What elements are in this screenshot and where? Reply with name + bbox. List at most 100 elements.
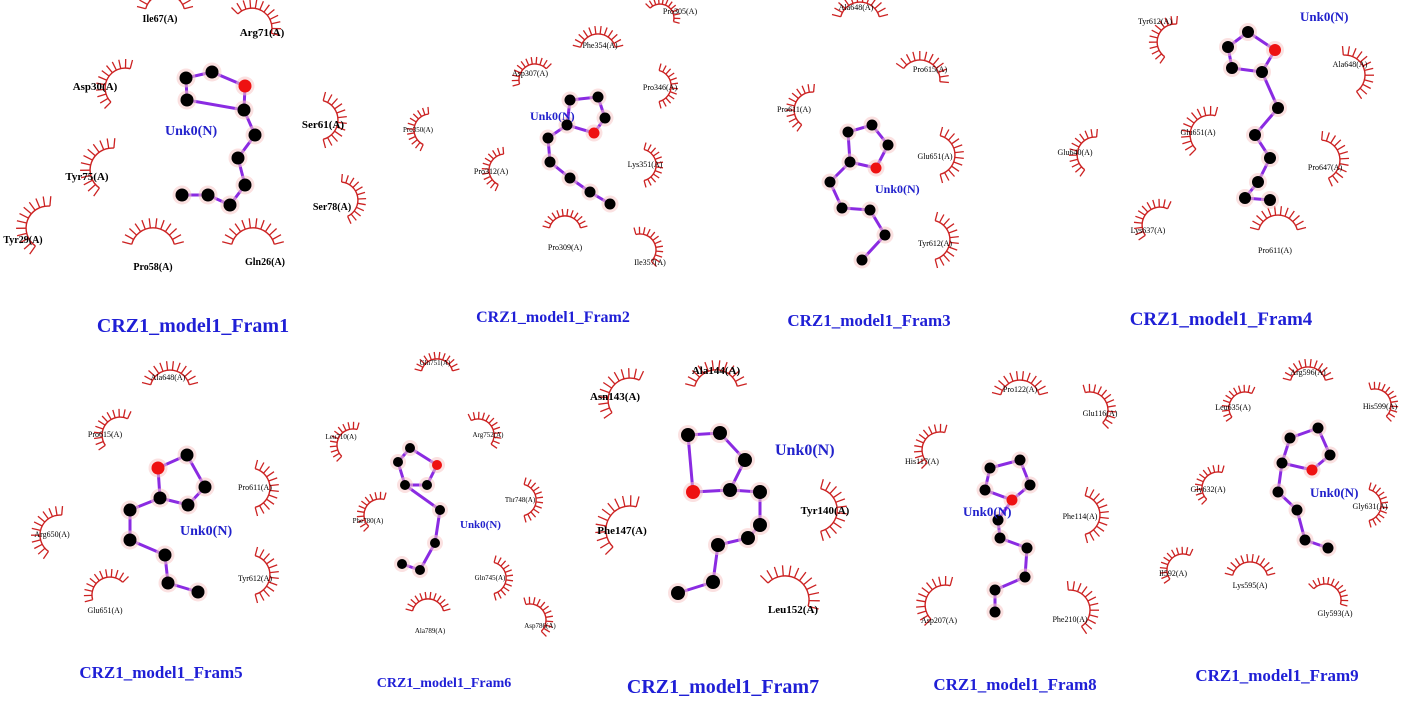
residue-label: Ala648(A) xyxy=(151,373,186,382)
residue-arc: Tyr29(A) xyxy=(3,196,52,255)
caption-fram1: CRZ1_model1_Fram1 xyxy=(96,315,290,337)
carbon-atom xyxy=(979,484,991,496)
residue-arc: Pro611(A) xyxy=(777,83,815,132)
residue-label: Glu640(A) xyxy=(1057,148,1092,157)
ligand-label: Unk0(N) xyxy=(1300,9,1348,24)
residue-arc: Pro309(A) xyxy=(542,208,588,252)
carbon-atom xyxy=(223,198,237,212)
residue-label: Asp786(A) xyxy=(524,622,556,630)
residue-arc: Phe354(A) xyxy=(572,26,624,50)
ligand-label: Unk0(N) xyxy=(530,109,575,123)
residue-label: Tyr75(A) xyxy=(65,171,109,183)
carbon-atom xyxy=(866,119,878,131)
residue-arc: Arg752(A) xyxy=(467,411,504,449)
ligand-structure: Unk0(N) xyxy=(530,88,619,213)
carbon-atom xyxy=(1019,571,1031,583)
residue-arc: Lys595(A) xyxy=(1224,554,1276,590)
residue-arc: Il592(A) xyxy=(1159,546,1194,584)
carbon-atom xyxy=(1276,457,1288,469)
residue-label: Leu152(A) xyxy=(768,604,818,616)
carbon-atom xyxy=(824,176,836,188)
residue-label: Lys351(A) xyxy=(628,160,663,169)
carbon-atom xyxy=(856,254,868,266)
carbon-atom xyxy=(248,128,262,142)
panel-fram3: Ala648(A)Pro615(A)Pro611(A)Glu651(A)Tyr6… xyxy=(777,0,964,269)
carbon-atom xyxy=(584,186,596,198)
residue-arc: Pro312(A) xyxy=(474,146,508,192)
carbon-atom xyxy=(153,491,167,505)
residue-label: Asp307(A) xyxy=(512,69,548,78)
residue-arc: Gln26(A) xyxy=(222,218,285,268)
carbon-atom xyxy=(1299,534,1311,546)
carbon-atom xyxy=(1024,479,1036,491)
caption-fram9: CRZ1_model1_Fram9 xyxy=(1195,666,1359,685)
residue-arc: Glu651(A) xyxy=(917,126,964,184)
caption-fram8: CRZ1_model1_Fram8 xyxy=(933,675,1097,694)
residue-arc: Tyr75(A) xyxy=(65,138,116,197)
panel-fram9: Arg596(A)Leu635(A)His599(A)Gly632(A)Gly6… xyxy=(1159,359,1399,618)
carbon-atom xyxy=(123,503,137,517)
residue-label: Pro647(A) xyxy=(1308,163,1343,172)
residue-arc: Ala789(A) xyxy=(405,591,451,635)
residue-label: Pro615(A) xyxy=(88,430,123,439)
carbon-atom xyxy=(564,94,576,106)
carbon-atom xyxy=(161,576,175,590)
residue-arc: Phe210(A) xyxy=(1052,581,1099,635)
carbon-atom xyxy=(1264,152,1276,164)
carbon-atom xyxy=(992,514,1004,526)
residue-label: Asp207(A) xyxy=(921,616,957,625)
panel-fram1: Ile67(A)Arg71(A)Asp30(A)Ser61(A)Tyr75(A)… xyxy=(3,0,367,273)
residue-arc: Ala648(A) xyxy=(1333,46,1374,100)
residue-label: Pro350(A) xyxy=(403,126,434,134)
carbon-atom xyxy=(181,498,195,512)
residue-arc: Thr748(A) xyxy=(505,477,544,523)
carbon-atom xyxy=(741,531,755,545)
ligand-structure: Unk0(N) xyxy=(165,62,265,215)
carbon-atom xyxy=(1284,432,1296,444)
carbon-atom xyxy=(989,584,1001,596)
residue-arc: Lys637(A) xyxy=(1131,198,1172,241)
residue-label: Ala648(A) xyxy=(1333,60,1368,69)
residue-label: Arg596(A) xyxy=(1290,368,1326,377)
residue-label: Pro611(A) xyxy=(1258,246,1292,255)
carbon-atom xyxy=(422,480,432,490)
ligand-label: Unk0(N) xyxy=(180,524,232,539)
residue-arc: Pro615(A) xyxy=(88,408,132,451)
ligand-label: Unk0(N) xyxy=(875,182,920,196)
ligand-label: Unk0(N) xyxy=(460,519,501,531)
ligand-structure: Unk0(N) xyxy=(821,116,920,269)
residue-arc: Tyr612(A) xyxy=(918,211,959,269)
residue-label: Pro58(A) xyxy=(133,262,172,273)
residue-label: Gly632(A) xyxy=(1190,485,1225,494)
residue-arc: Ala144(A) xyxy=(685,360,747,387)
ligand-label: Unk0(N) xyxy=(775,442,835,459)
residue-arc: Pro122(A) xyxy=(991,371,1049,396)
residue-label: Tyr140(A) xyxy=(801,505,850,517)
carbon-atom xyxy=(430,538,440,548)
residue-arc: Leu152(A) xyxy=(759,565,820,616)
residue-arc: Arg650(A) xyxy=(31,506,70,560)
residue-label: Pro305(A) xyxy=(663,7,698,16)
carbon-atom xyxy=(753,518,767,532)
residue-arc: Gln751(A) xyxy=(414,351,460,372)
residue-label: Ser61(A) xyxy=(302,119,344,131)
residue-arc: Arg596(A) xyxy=(1282,359,1334,381)
carbon-atom xyxy=(1249,129,1261,141)
ligand-label: Unk0(N) xyxy=(963,504,1011,519)
ligand-structure: Unk0(N) xyxy=(1269,419,1358,557)
oxygen-atom xyxy=(238,79,252,93)
oxygen-atom xyxy=(1269,44,1281,56)
residue-label: Thr748(A) xyxy=(505,496,536,504)
residue-label: Gly631(A) xyxy=(1352,502,1387,511)
residue-label: Pro309(A) xyxy=(548,243,583,252)
residue-label: Glu651(A) xyxy=(1180,128,1215,137)
residue-arc: Glu640(A) xyxy=(1057,128,1098,177)
residue-arc: Asn143(A) xyxy=(590,368,645,419)
carbon-atom xyxy=(753,485,767,499)
panel-fram5: Ala648(A)Pro615(A)Pro611(A)Arg650(A)Tyr6… xyxy=(31,361,279,615)
panel-fram7: Ala144(A)Asn143(A)Tyr140(A)Phe147(A)Leu1… xyxy=(590,360,850,616)
residue-label: Pro122(A) xyxy=(1003,385,1038,394)
residue-arc: Tyr612(A) xyxy=(1138,15,1178,64)
oxygen-atom xyxy=(870,162,882,174)
residue-label: Asn143(A) xyxy=(590,391,640,403)
